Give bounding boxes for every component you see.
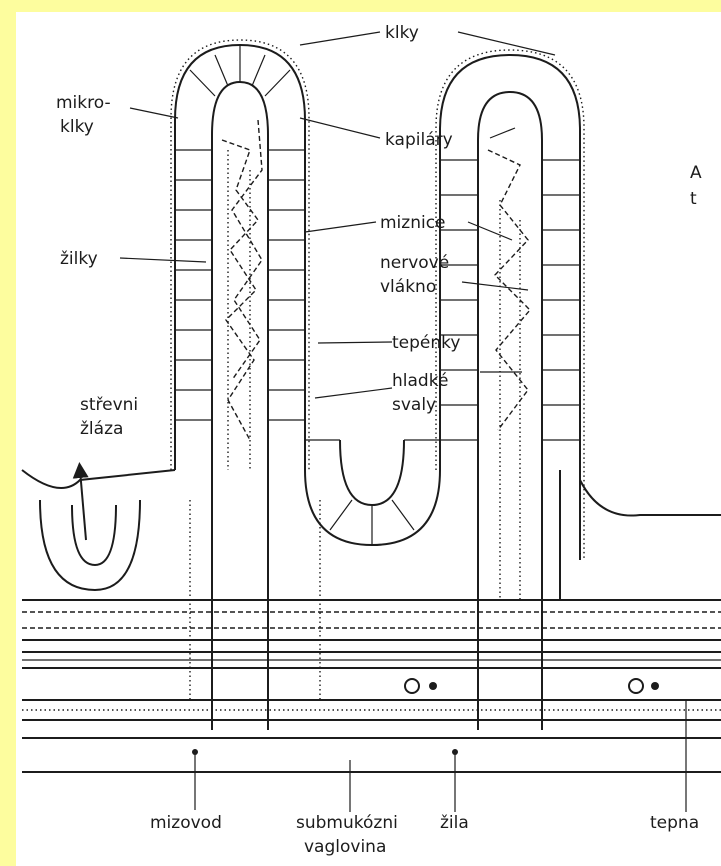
label-mizovod: mizovod xyxy=(150,813,222,833)
label-miznice: miznice xyxy=(380,213,446,233)
intestinal-gland xyxy=(22,470,175,590)
crypt-between-villi xyxy=(305,440,440,545)
label-hladke-2: svaly xyxy=(392,395,436,415)
label-cutoff-2: t xyxy=(690,189,697,209)
label-cutoff-1: A xyxy=(690,163,702,183)
label-strevni-1: střevni xyxy=(80,395,138,415)
label-zilky: žilky xyxy=(60,249,98,269)
left-villus xyxy=(171,40,309,470)
label-tepna: tepna xyxy=(650,813,699,833)
submucosa-layers xyxy=(22,600,721,772)
label-kapilary: kapiláry xyxy=(385,130,453,150)
label-mikroklky-2: klky xyxy=(60,117,94,137)
label-tepenky: tepénky xyxy=(392,333,460,353)
label-nervove-2: vlákno xyxy=(380,277,436,297)
label-strevni-2: žláza xyxy=(80,419,123,439)
label-mikroklky-1: mikro- xyxy=(56,93,111,113)
label-zila: žila xyxy=(440,813,469,833)
label-submukozni-2: vaglovina xyxy=(304,837,386,857)
label-klky: klky xyxy=(385,23,419,43)
label-submukozni-1: submukózni xyxy=(296,813,398,833)
label-nervove-1: nervové xyxy=(380,253,449,273)
label-hladke-1: hladké xyxy=(392,371,448,391)
right-villus xyxy=(436,50,584,600)
